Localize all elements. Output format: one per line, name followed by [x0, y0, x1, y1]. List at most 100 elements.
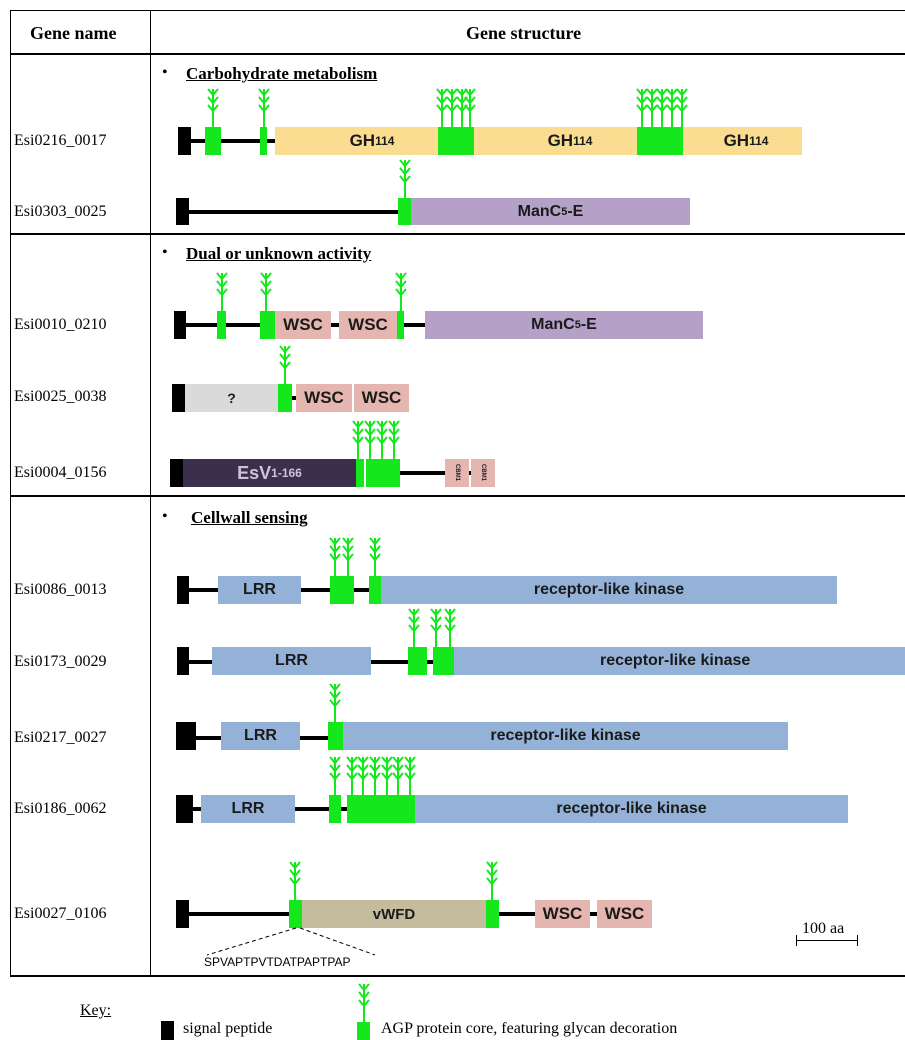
section-divider-2 — [10, 495, 905, 497]
scale-bar-tick — [796, 935, 797, 946]
signal-peptide — [178, 127, 191, 155]
glycan-icon — [369, 756, 381, 795]
agp-core — [637, 127, 683, 155]
section-title-carbohydrate: Carbohydrate metabolism — [186, 64, 378, 83]
signal-peptide — [176, 900, 189, 928]
section-divider-1 — [10, 233, 905, 235]
bullet: • — [162, 64, 168, 81]
agp-core — [433, 647, 454, 675]
gene-label-esi0303-0025: Esi0303_0025 — [14, 203, 107, 220]
agp-core — [398, 198, 411, 225]
signal-peptide — [174, 311, 186, 339]
key-agp-swatch — [357, 1022, 370, 1040]
wsc-domain: WSC — [296, 384, 352, 412]
sequence-callout-lines — [206, 927, 376, 956]
unknown-domain: ? — [185, 384, 278, 412]
wsc-domain: WSC — [275, 311, 331, 339]
wsc-domain: WSC — [597, 900, 652, 928]
agp-core — [205, 127, 221, 155]
agp-core — [278, 384, 292, 412]
agp-core — [260, 311, 275, 339]
scale-label: 100 aa — [802, 920, 845, 937]
key-title: Key: — [80, 1002, 112, 1019]
gene-label-esi0004-0156: Esi0004_0156 — [14, 464, 107, 481]
glycan-icon — [436, 88, 448, 127]
agp-core — [329, 795, 341, 823]
glycan-icon — [376, 420, 388, 459]
wsc-domain: WSC — [339, 311, 397, 339]
glycan-icon — [329, 537, 341, 576]
agp-core — [347, 795, 415, 823]
glycan-icon — [357, 756, 369, 795]
agp-core — [369, 576, 381, 604]
gene-label-esi0173-0029: Esi0173_0029 — [14, 653, 107, 670]
glycan-icon — [636, 88, 648, 127]
glycan-icon — [279, 345, 291, 384]
gene-label-esi0027-0106: Esi0027_0106 — [14, 905, 107, 922]
glycan-icon — [388, 420, 400, 459]
section-title-cellwall: Cellwall sensing — [191, 508, 308, 527]
glycan-icon — [258, 88, 270, 127]
gene-label-esi0025-0038: Esi0025_0038 — [14, 388, 107, 405]
bullet: • — [162, 508, 168, 525]
agp-core — [330, 576, 354, 604]
table-top-border — [10, 10, 905, 11]
backbone-line — [176, 210, 402, 214]
glycan-icon — [364, 420, 376, 459]
lrr-domain: LRR — [221, 722, 300, 750]
signal-peptide — [170, 459, 183, 487]
gene-label-esi0186-0062: Esi0186_0062 — [14, 800, 107, 817]
glycan-icon — [408, 608, 420, 647]
gene-label-esi0217-0027: Esi0217_0027 — [14, 729, 107, 746]
receptor-kinase-domain: receptor-like kinase — [454, 647, 905, 675]
header-gene-structure: Gene structure — [466, 23, 582, 43]
glycan-icon — [430, 608, 442, 647]
glycan-icon — [260, 272, 272, 311]
glycan-icon — [486, 861, 498, 900]
agp-core — [217, 311, 226, 339]
glycan-icon — [216, 272, 228, 311]
table-bottom-border — [10, 975, 905, 977]
receptor-kinase-domain: receptor-like kinase — [381, 576, 837, 604]
glycan-icon — [446, 88, 458, 127]
receptor-kinase-domain: receptor-like kinase — [343, 722, 788, 750]
section-title-dual: Dual or unknown activity — [186, 244, 372, 263]
column-divider — [150, 10, 151, 977]
glycan-icon — [381, 756, 393, 795]
signal-peptide — [172, 384, 185, 412]
glycan-icon — [444, 608, 456, 647]
table-header-divider — [10, 53, 905, 55]
scale-bar-tick — [857, 935, 858, 946]
glycan-icon — [395, 272, 407, 311]
agp-core — [328, 722, 343, 750]
lrr-domain: LRR — [201, 795, 295, 823]
backbone-line — [178, 139, 278, 143]
bullet: • — [162, 244, 168, 261]
signal-peptide — [176, 722, 196, 750]
agp-core — [260, 127, 267, 155]
glycan-icon — [404, 756, 416, 795]
agp-core — [486, 900, 499, 928]
glycan-icon — [456, 88, 468, 127]
receptor-kinase-label: receptor-like kinase — [600, 652, 751, 669]
glycan-icon — [392, 756, 404, 795]
agp-core — [397, 311, 404, 339]
agp-core — [289, 900, 302, 928]
cbm1-domain: CBM1 — [445, 459, 469, 487]
agp-sequence: SPVAPTPVTDATPAPTPAP — [204, 955, 351, 969]
lrr-domain: LRR — [218, 576, 301, 604]
glycan-icon — [329, 683, 341, 722]
header-gene-name: Gene name — [30, 23, 117, 43]
agp-core — [356, 459, 364, 487]
signal-peptide — [176, 795, 193, 823]
key-agp-label: AGP protein core, featuring glycan decor… — [381, 1020, 678, 1037]
glycan-icon — [399, 159, 411, 198]
glycan-icon — [676, 88, 688, 127]
glycan-icon — [352, 420, 364, 459]
